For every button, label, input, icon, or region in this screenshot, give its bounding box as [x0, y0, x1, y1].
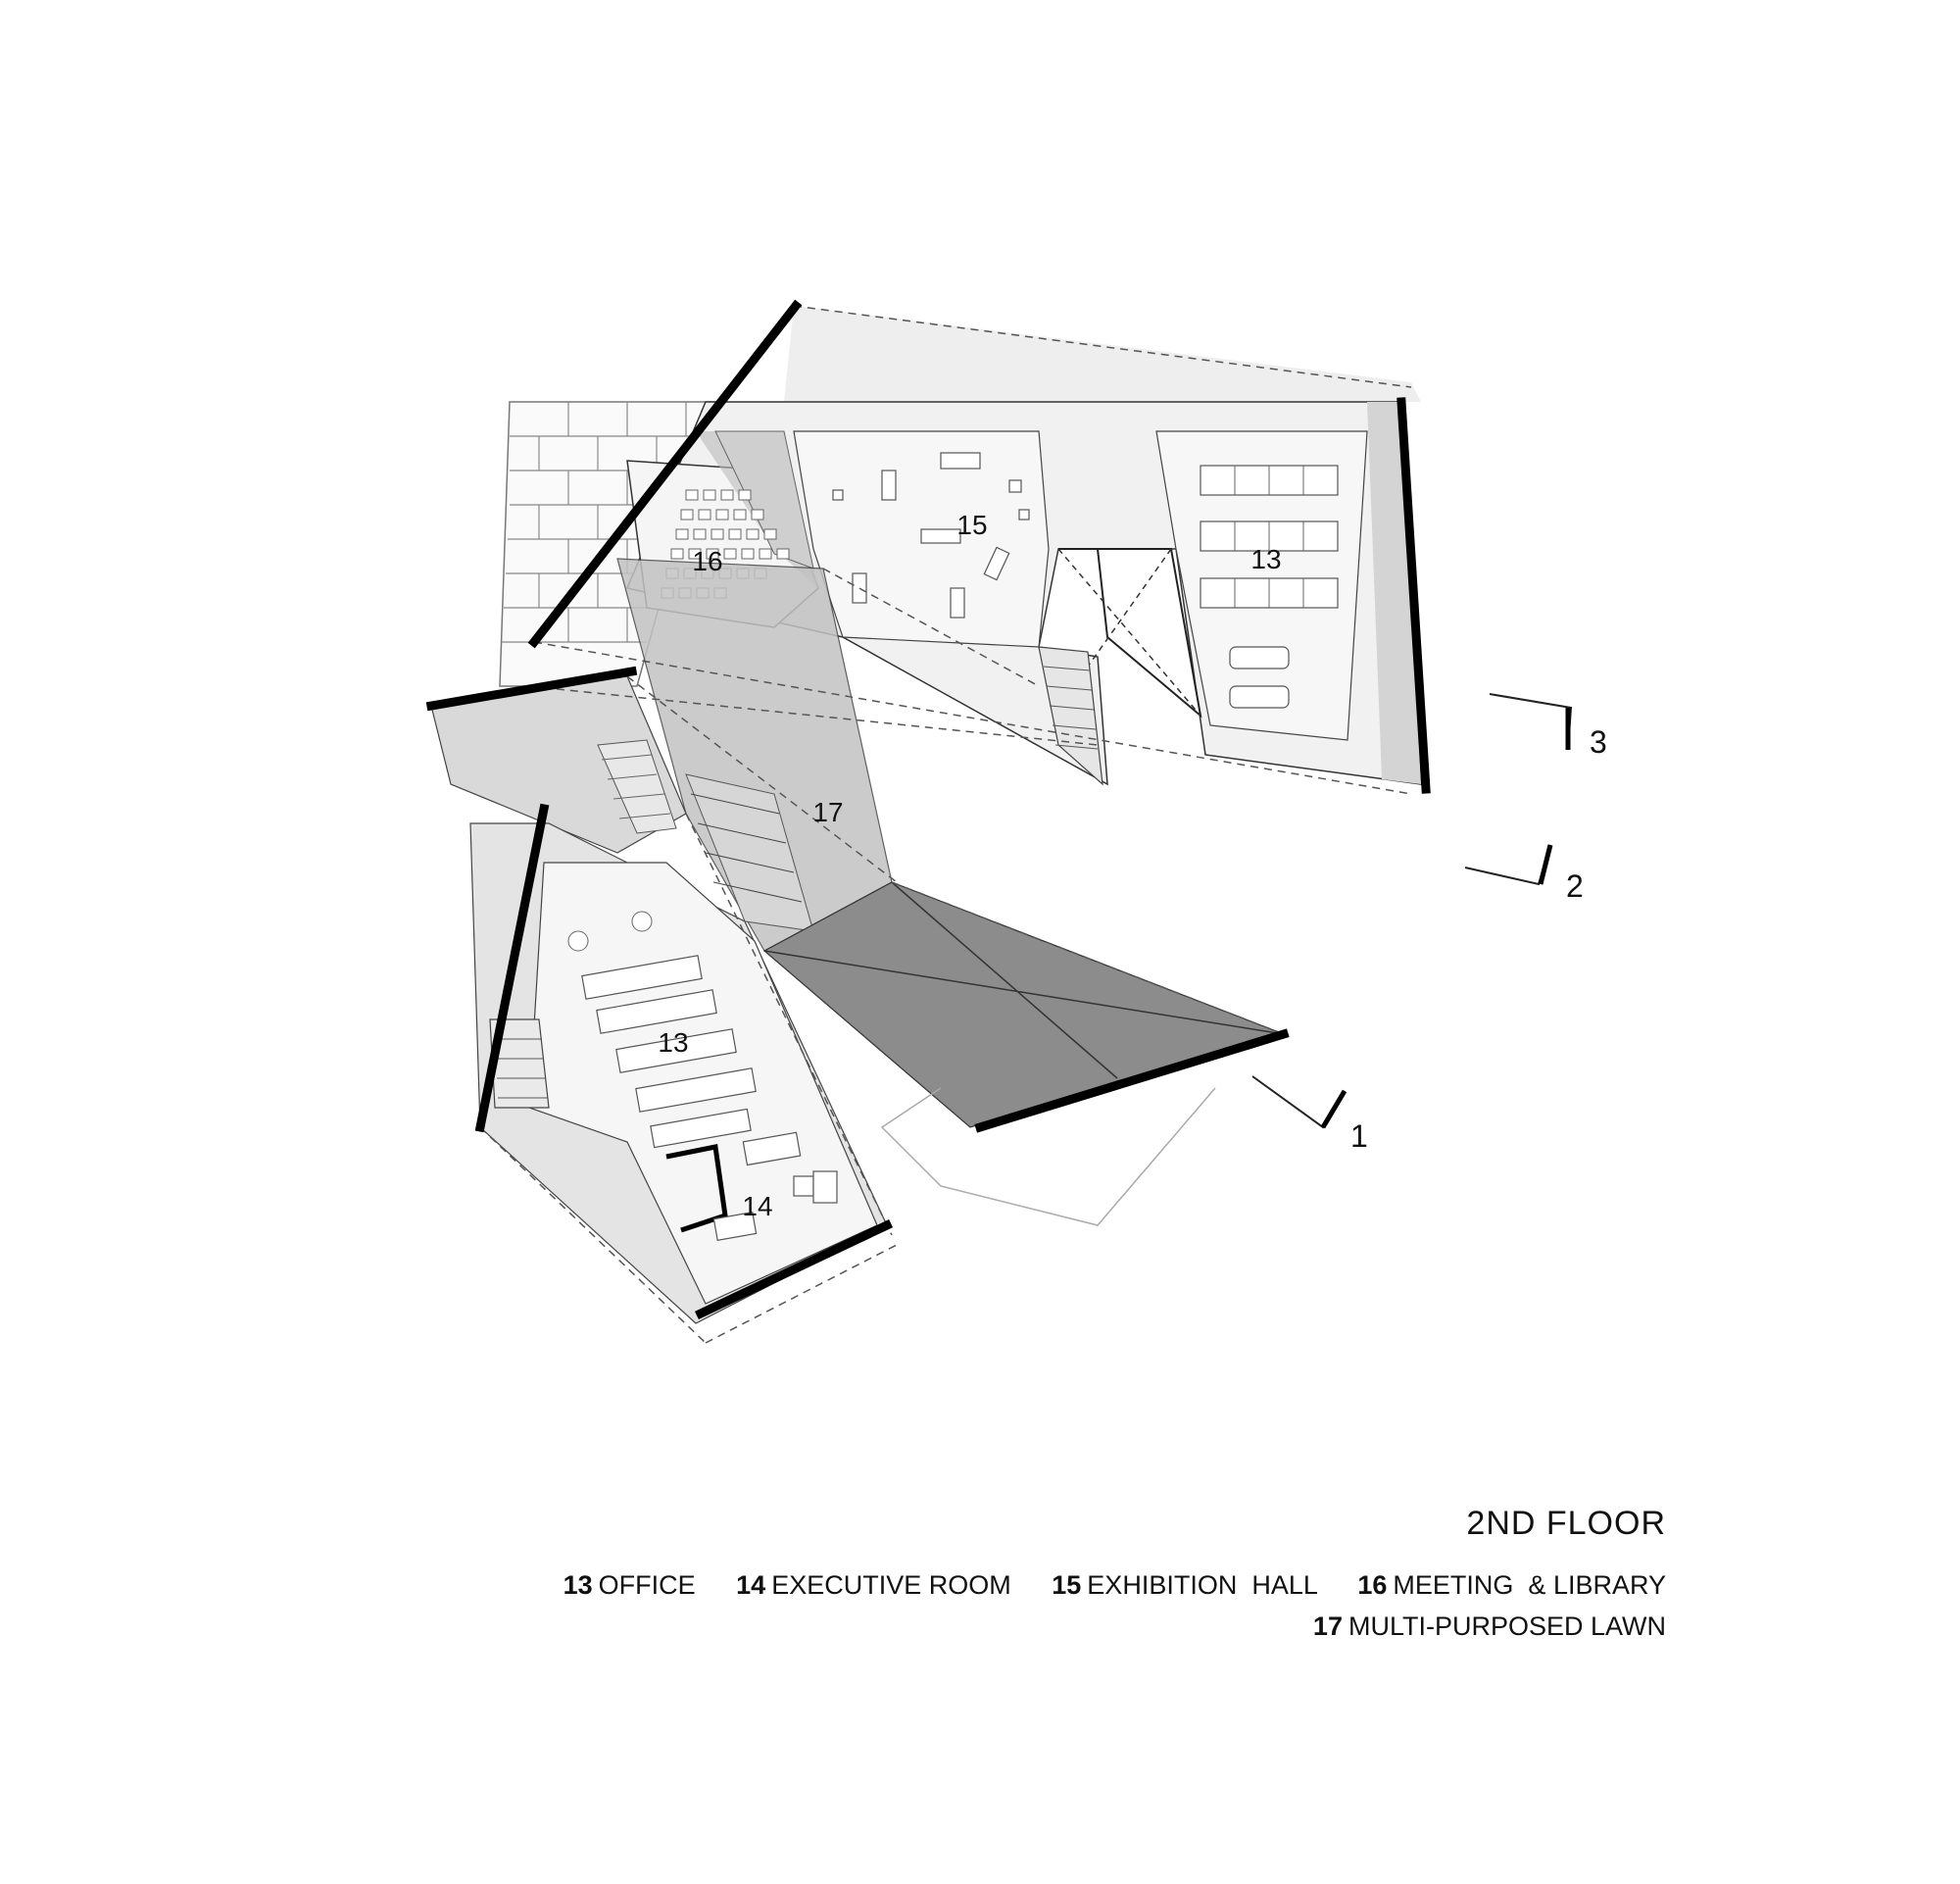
room-17-label: 17	[812, 797, 843, 827]
multi-purposed-lawn	[616, 558, 1286, 1128]
svg-text:3: 3	[1590, 724, 1607, 760]
room-15-label: 15	[956, 510, 987, 540]
section-marker-2: 2	[1464, 844, 1584, 904]
room-13-south-label: 13	[658, 1027, 688, 1058]
exhibition-displays	[832, 452, 1030, 619]
svg-text:1: 1	[1350, 1118, 1368, 1154]
roof-overhang-top	[784, 306, 1421, 402]
svg-text:2: 2	[1566, 868, 1584, 904]
west-connector	[430, 675, 687, 854]
south-office-desks	[567, 911, 838, 1242]
room-16-label: 16	[692, 546, 722, 576]
room-13-north-label: 13	[1250, 544, 1281, 574]
room-14-label: 14	[742, 1191, 772, 1221]
exterior-walls	[425, 299, 1431, 1319]
ground-outline	[880, 1087, 1216, 1226]
overhead-outlines	[479, 568, 1412, 1344]
section-marker-3: 3	[1489, 693, 1607, 760]
north-office-desks	[1200, 465, 1339, 709]
section-marker-1: 1	[1251, 1075, 1368, 1154]
floor-title: 2ND FLOOR	[1466, 1505, 1666, 1542]
